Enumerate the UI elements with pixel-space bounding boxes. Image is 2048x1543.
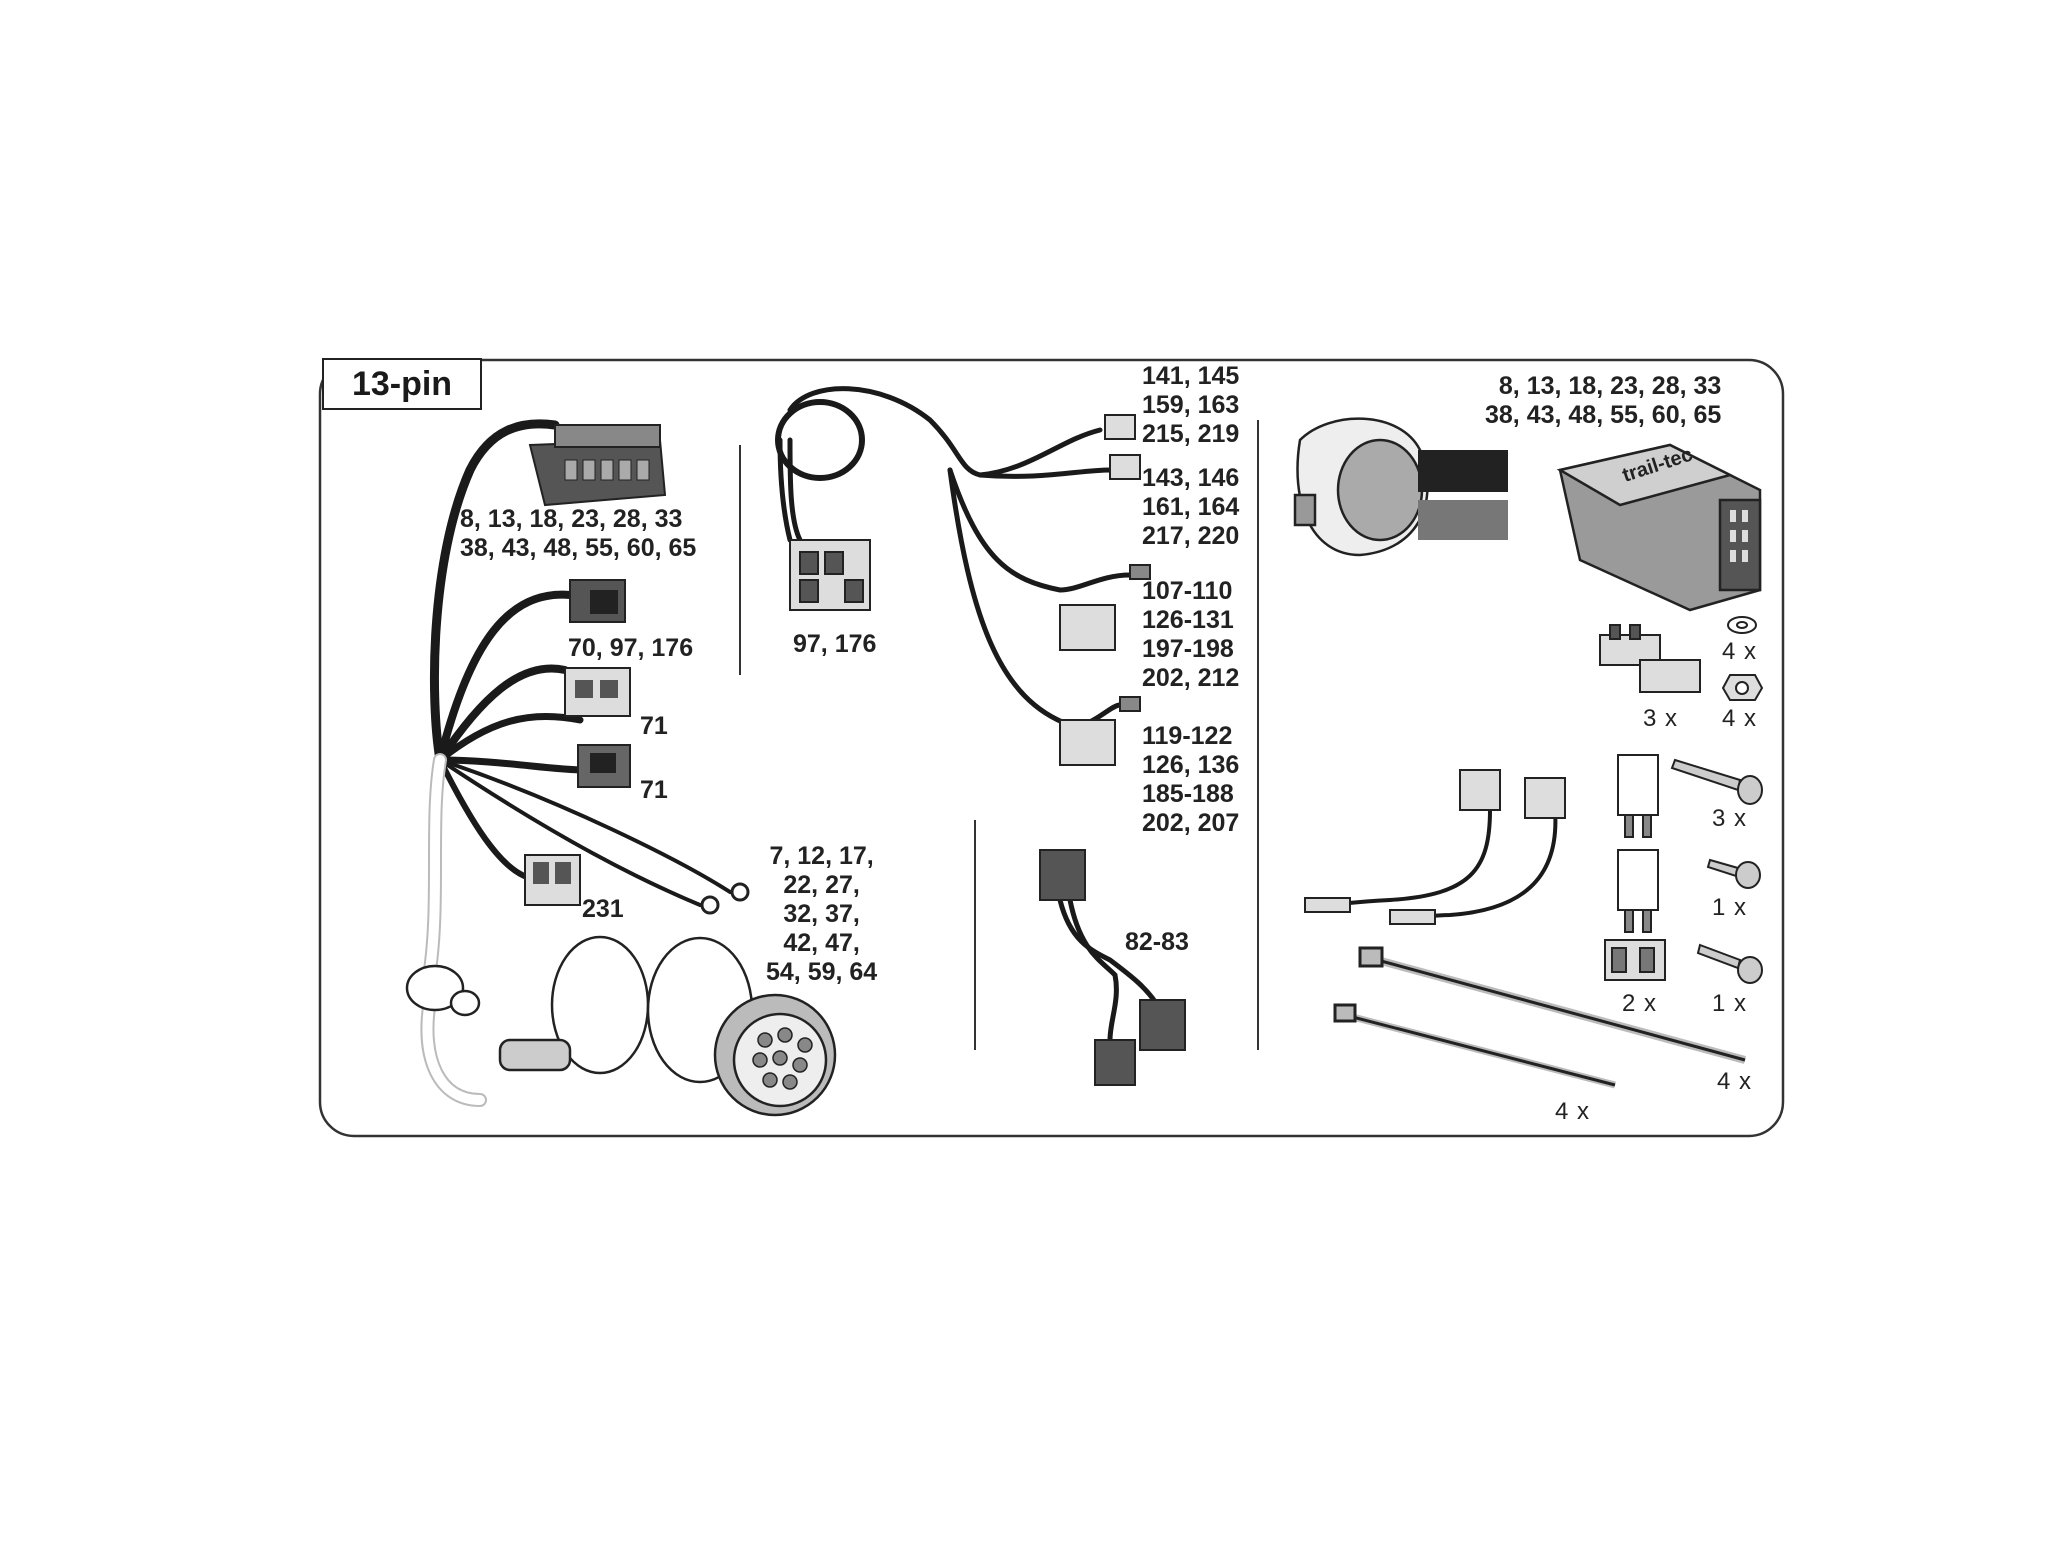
- label-connector-71a: 71: [640, 712, 668, 740]
- label-adapter-82-83: 82-83: [1125, 928, 1189, 956]
- label-module: 8, 13, 18, 23, 28, 33 38, 43, 48, 55, 60…: [1485, 372, 1722, 429]
- qty-splice: 3 x: [1643, 705, 1679, 732]
- kit-title: 13-pin: [351, 364, 453, 403]
- trail-tec-module-shape: [1556, 443, 1762, 612]
- label-connector-71b: 71: [640, 776, 668, 804]
- label-ring-terminals: 7, 12, 17, 22, 27, 32, 37, 42, 47, 54, 5…: [766, 842, 878, 986]
- qty-washer: 4 x: [1722, 638, 1758, 665]
- washer-shape: [1727, 616, 1757, 634]
- kit-frame: [318, 358, 1785, 1138]
- label-plug-143: 143, 146 161, 164 217, 220: [1142, 464, 1240, 550]
- adhesive-pads: [1418, 450, 1508, 540]
- kit-title-box: 13-pin: [322, 358, 482, 410]
- relay-holder-shape: [1604, 939, 1666, 981]
- relay-shapes: [1617, 754, 1659, 933]
- qty-relay-holder: 2 x: [1622, 990, 1658, 1017]
- ring-terminals: [700, 882, 750, 915]
- qty-nut: 4 x: [1722, 705, 1758, 732]
- label-connector-97-176: 97, 176: [793, 630, 877, 658]
- qty-screw-short: 1 x: [1712, 894, 1748, 921]
- screw-long-shape: [1670, 758, 1763, 805]
- qty-tie-short: 4 x: [1555, 1098, 1591, 1125]
- splice-connector-shape: [1599, 624, 1701, 693]
- middle-connectors: [789, 414, 1151, 766]
- label-plug-141: 141, 145 159, 163 215, 219: [1142, 362, 1240, 448]
- socket-cover-shape: [1293, 417, 1429, 557]
- middle-harness: [775, 386, 1133, 729]
- qty-screw-long: 3 x: [1712, 805, 1748, 832]
- qty-screw-self: 1 x: [1712, 990, 1748, 1017]
- label-connector-70: 70, 97, 176: [568, 634, 694, 662]
- self-tapping-screw-shape: [1696, 943, 1763, 984]
- label-main-connector: 8, 13, 18, 23, 28, 33 38, 43, 48, 55, 60…: [460, 505, 697, 562]
- socket-assembly: [405, 935, 837, 1117]
- fuse-tap-cables: [1304, 769, 1566, 925]
- connector-71b-shape: [577, 744, 631, 788]
- screw-short-shape: [1706, 858, 1761, 889]
- connector-71a-shape: [564, 667, 631, 717]
- main-harness: [420, 419, 732, 1107]
- cable-ties-shape: [1333, 946, 1747, 1089]
- nut-shape: [1721, 674, 1764, 701]
- label-connector-231: 231: [582, 895, 624, 923]
- label-plug-107: 107-110 126-131 197-198 202, 212: [1142, 577, 1240, 692]
- connector-231-shape: [524, 854, 581, 906]
- qty-tie-long: 4 x: [1717, 1068, 1753, 1095]
- main-connector-shape: [528, 424, 667, 507]
- label-plug-119: 119-122 126, 136 185-188 202, 207: [1142, 722, 1240, 837]
- adapter-82-83-shape: [1039, 849, 1186, 1086]
- connector-70-shape: [569, 579, 626, 623]
